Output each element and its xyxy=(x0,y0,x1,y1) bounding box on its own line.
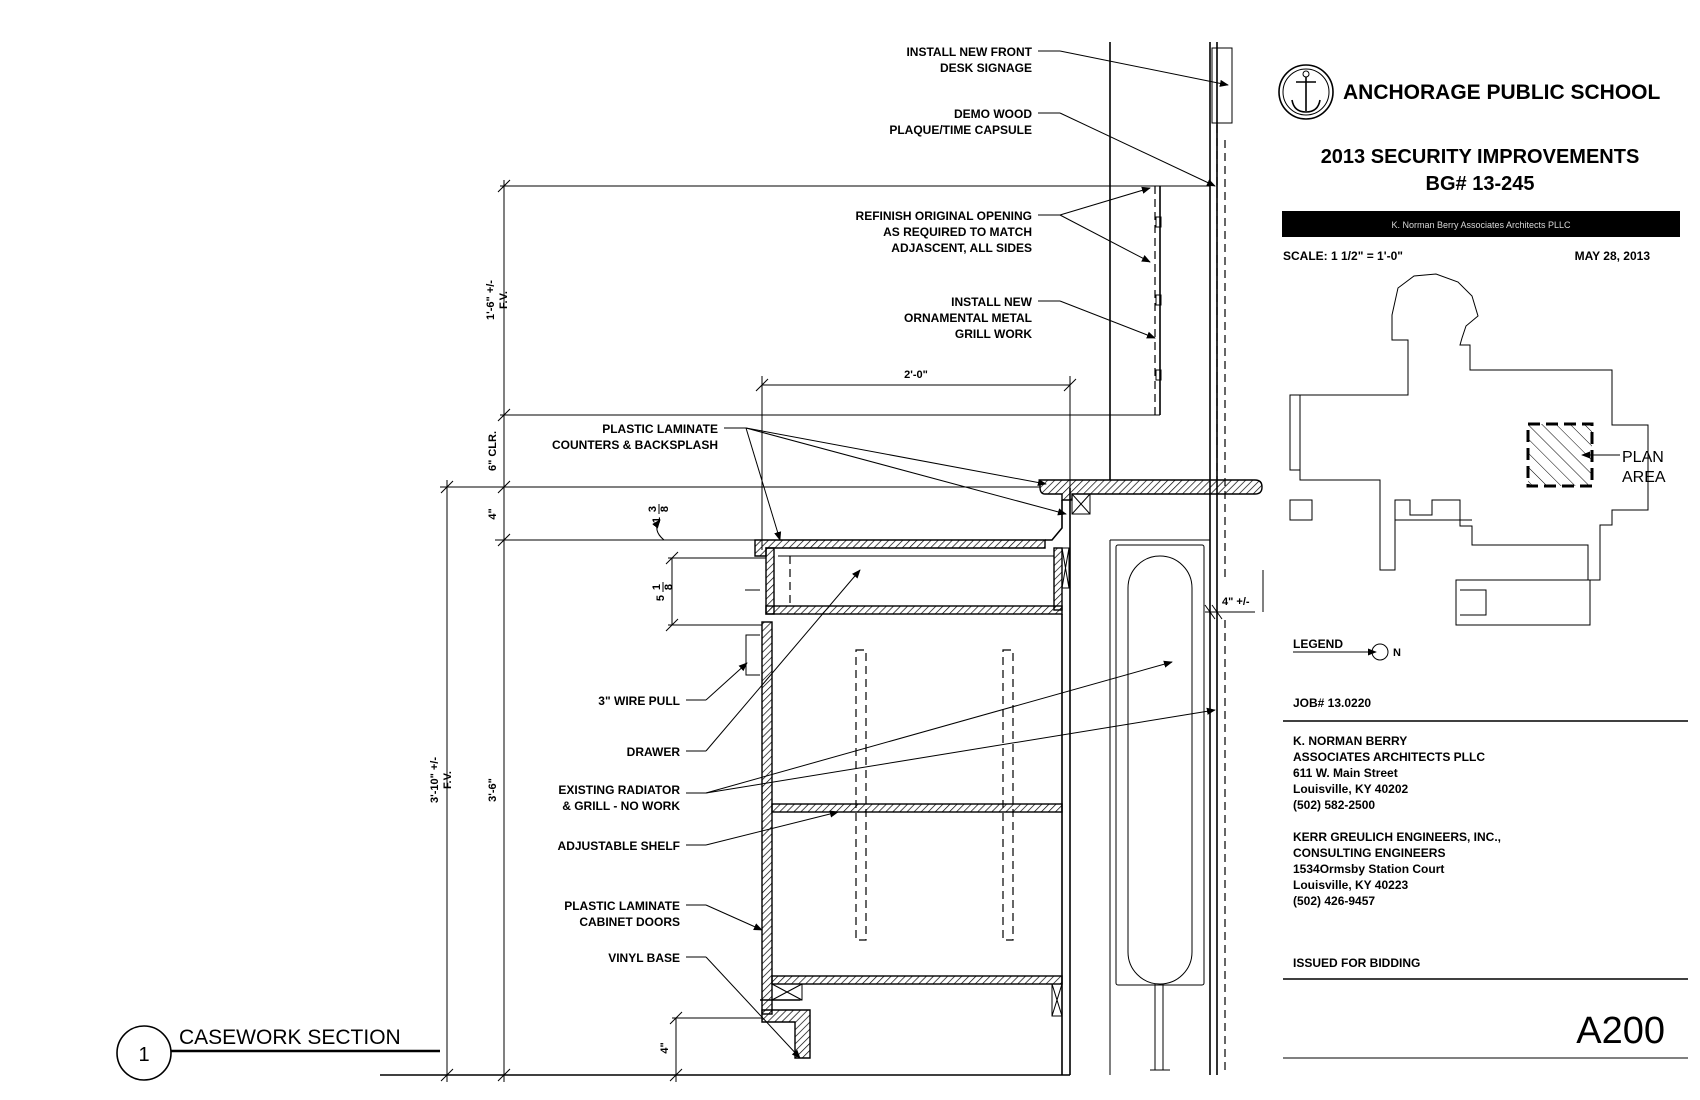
title-block: ANCHORAGE PUBLIC SCHOOL 2013 SECURITY IM… xyxy=(1278,64,1688,1059)
project-line1: 2013 SECURITY IMPROVEMENTS xyxy=(1321,146,1640,168)
existing-radiator xyxy=(1069,488,1210,1075)
school-name: ANCHORAGE PUBLIC SCHOOL xyxy=(1343,81,1661,104)
scale-text: SCALE: 1 1/2" = 1'-0" xyxy=(1283,249,1403,263)
lower-cabinet xyxy=(380,539,1070,1076)
firm-banner-bar xyxy=(1282,211,1680,237)
project-line2: BG# 13-245 xyxy=(1426,173,1535,195)
note-drawer: DRAWER xyxy=(627,745,681,759)
dim-4-base: 4" xyxy=(659,1042,671,1053)
engineer-info: KERR GREULICH ENGINEERS, INC., CONSULTIN… xyxy=(1293,830,1504,908)
upper-counter xyxy=(1039,479,1263,541)
svg-text:1: 1 xyxy=(651,584,663,590)
north-label: N xyxy=(1393,647,1401,659)
note-vinyl-base: VINYL BASE xyxy=(608,951,680,965)
svg-text:8: 8 xyxy=(659,506,671,512)
anchor-logo-icon xyxy=(1278,64,1334,120)
detail-number: 1 xyxy=(138,1044,149,1066)
dim-width: 2'-0" xyxy=(904,369,928,381)
svg-text:5: 5 xyxy=(655,595,667,601)
note-radiator: EXISTING RADIATOR& GRILL - NO WORK xyxy=(558,783,680,813)
dim-6-clr: 6" CLR. xyxy=(487,431,499,471)
existing-wall xyxy=(500,42,1233,1075)
sheet-number: A200 xyxy=(1576,1010,1665,1052)
dim-wall: 4" +/- xyxy=(1222,596,1250,608)
dim-4-top: 4" xyxy=(487,508,499,519)
dimension-lines: 2'-0" 1'-6" +/-F.V. 6" CLR. 4" 3'-6" 3'-… xyxy=(429,179,1264,1082)
legend-label: LEGEND xyxy=(1293,637,1343,651)
dim-1-6: 1'-6" +/-F.V. xyxy=(485,280,510,320)
note-shelf: ADJUSTABLE SHELF xyxy=(558,839,680,853)
firm-banner: K. Norman Berry Associates Architects PL… xyxy=(1391,220,1571,230)
dim-3-10: 3'-10" +/-F.V. xyxy=(429,757,454,803)
detail-title-text: CASEWORK SECTION xyxy=(179,1026,401,1049)
svg-text:8: 8 xyxy=(663,584,675,590)
svg-text:1: 1 xyxy=(651,517,663,523)
architect-info: K. NORMAN BERRY ASSOCIATES ARCHITECTS PL… xyxy=(1293,734,1488,812)
dim-1-3-8: 3 8 1 xyxy=(647,504,671,523)
north-arrow-icon xyxy=(1371,643,1389,661)
issue-status: ISSUED FOR BIDDING xyxy=(1293,956,1420,970)
grill-work xyxy=(1155,216,1162,381)
note-wire-pull: 3" WIRE PULL xyxy=(598,694,680,708)
detail-title: 1 CASEWORK SECTION xyxy=(116,1025,440,1081)
date-text: MAY 28, 2013 xyxy=(1575,249,1651,263)
svg-text:3: 3 xyxy=(647,506,659,512)
job-number: JOB# 13.0220 xyxy=(1293,696,1371,710)
dim-3-6: 3'-6" xyxy=(487,778,499,802)
dim-5-1-8: 5 1 8 xyxy=(651,582,675,601)
